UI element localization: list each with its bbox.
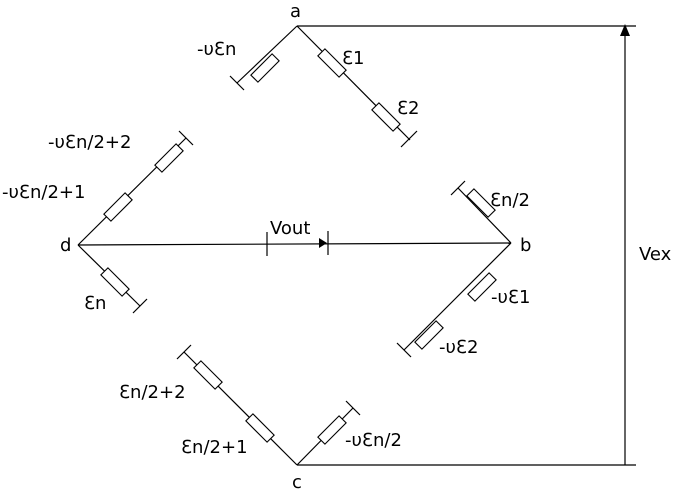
label-neg-en2-1: -υℇn/2+1 xyxy=(2,182,85,203)
cap-a-left xyxy=(229,75,245,91)
wire-a-left xyxy=(236,25,298,84)
node-labels: a b c d xyxy=(60,1,531,493)
resistor-en2-2 xyxy=(193,360,223,390)
resistors xyxy=(100,48,497,445)
resistor-e2 xyxy=(371,102,401,132)
resistor-a-neg-en xyxy=(250,53,280,83)
node-b-label: b xyxy=(520,235,531,256)
resistor-e1 xyxy=(317,48,347,78)
cap-c-right xyxy=(345,400,361,416)
wire-b-lower xyxy=(403,242,512,351)
cap-b-lower xyxy=(396,342,412,358)
label-neg-e1: -υℇ1 xyxy=(491,287,530,308)
vout-markers xyxy=(266,231,329,256)
label-en: ℇn xyxy=(84,293,106,314)
vout-label: Vout xyxy=(270,218,310,239)
vout-line xyxy=(77,242,512,246)
label-en2-1: ℇn/2+1 xyxy=(181,437,248,458)
resistor-neg-en2-1 xyxy=(103,192,133,222)
resistor-neg-e1 xyxy=(467,272,497,302)
cap-a-right xyxy=(400,130,418,148)
node-a-label: a xyxy=(290,1,301,22)
label-e2: ℇ2 xyxy=(397,98,420,119)
label-neg-en2: -υℇn/2 xyxy=(345,430,402,451)
label-en2: ℇn/2 xyxy=(490,190,530,211)
label-e1: ℇ1 xyxy=(342,48,365,69)
cap-d-upper xyxy=(178,130,194,146)
vout-arrowhead xyxy=(319,238,327,248)
label-neg-en2-2: -υℇn/2+2 xyxy=(48,132,131,153)
wire-b-upper xyxy=(457,187,512,244)
resistor-en2-1 xyxy=(245,413,275,443)
resistor-neg-en2-2 xyxy=(154,143,184,173)
cap-d-lower xyxy=(132,298,148,314)
resistor-neg-en2 xyxy=(317,415,347,445)
vex-label: Vex xyxy=(639,244,672,265)
label-neg-en: -υℇn xyxy=(197,39,236,60)
end-caps xyxy=(132,75,466,416)
resistor-neg-e2 xyxy=(414,320,444,350)
node-d-label: d xyxy=(60,235,71,256)
bridge-wires xyxy=(77,24,636,466)
label-en2-2: ℇn/2+2 xyxy=(119,382,186,403)
cap-b-upper xyxy=(450,180,466,196)
strain-labels: -υℇn ℇ1 ℇ2 ℇn/2 -υℇ1 -υℇ2 ℇn/2+2 ℇn/2+1 … xyxy=(2,39,530,458)
resistor-en2 xyxy=(466,188,496,218)
label-neg-e2: -υℇ2 xyxy=(439,337,478,358)
vex-arrowhead xyxy=(620,24,630,36)
node-c-label: c xyxy=(292,472,302,493)
cap-c-left xyxy=(176,344,192,360)
resistor-en xyxy=(100,267,130,297)
